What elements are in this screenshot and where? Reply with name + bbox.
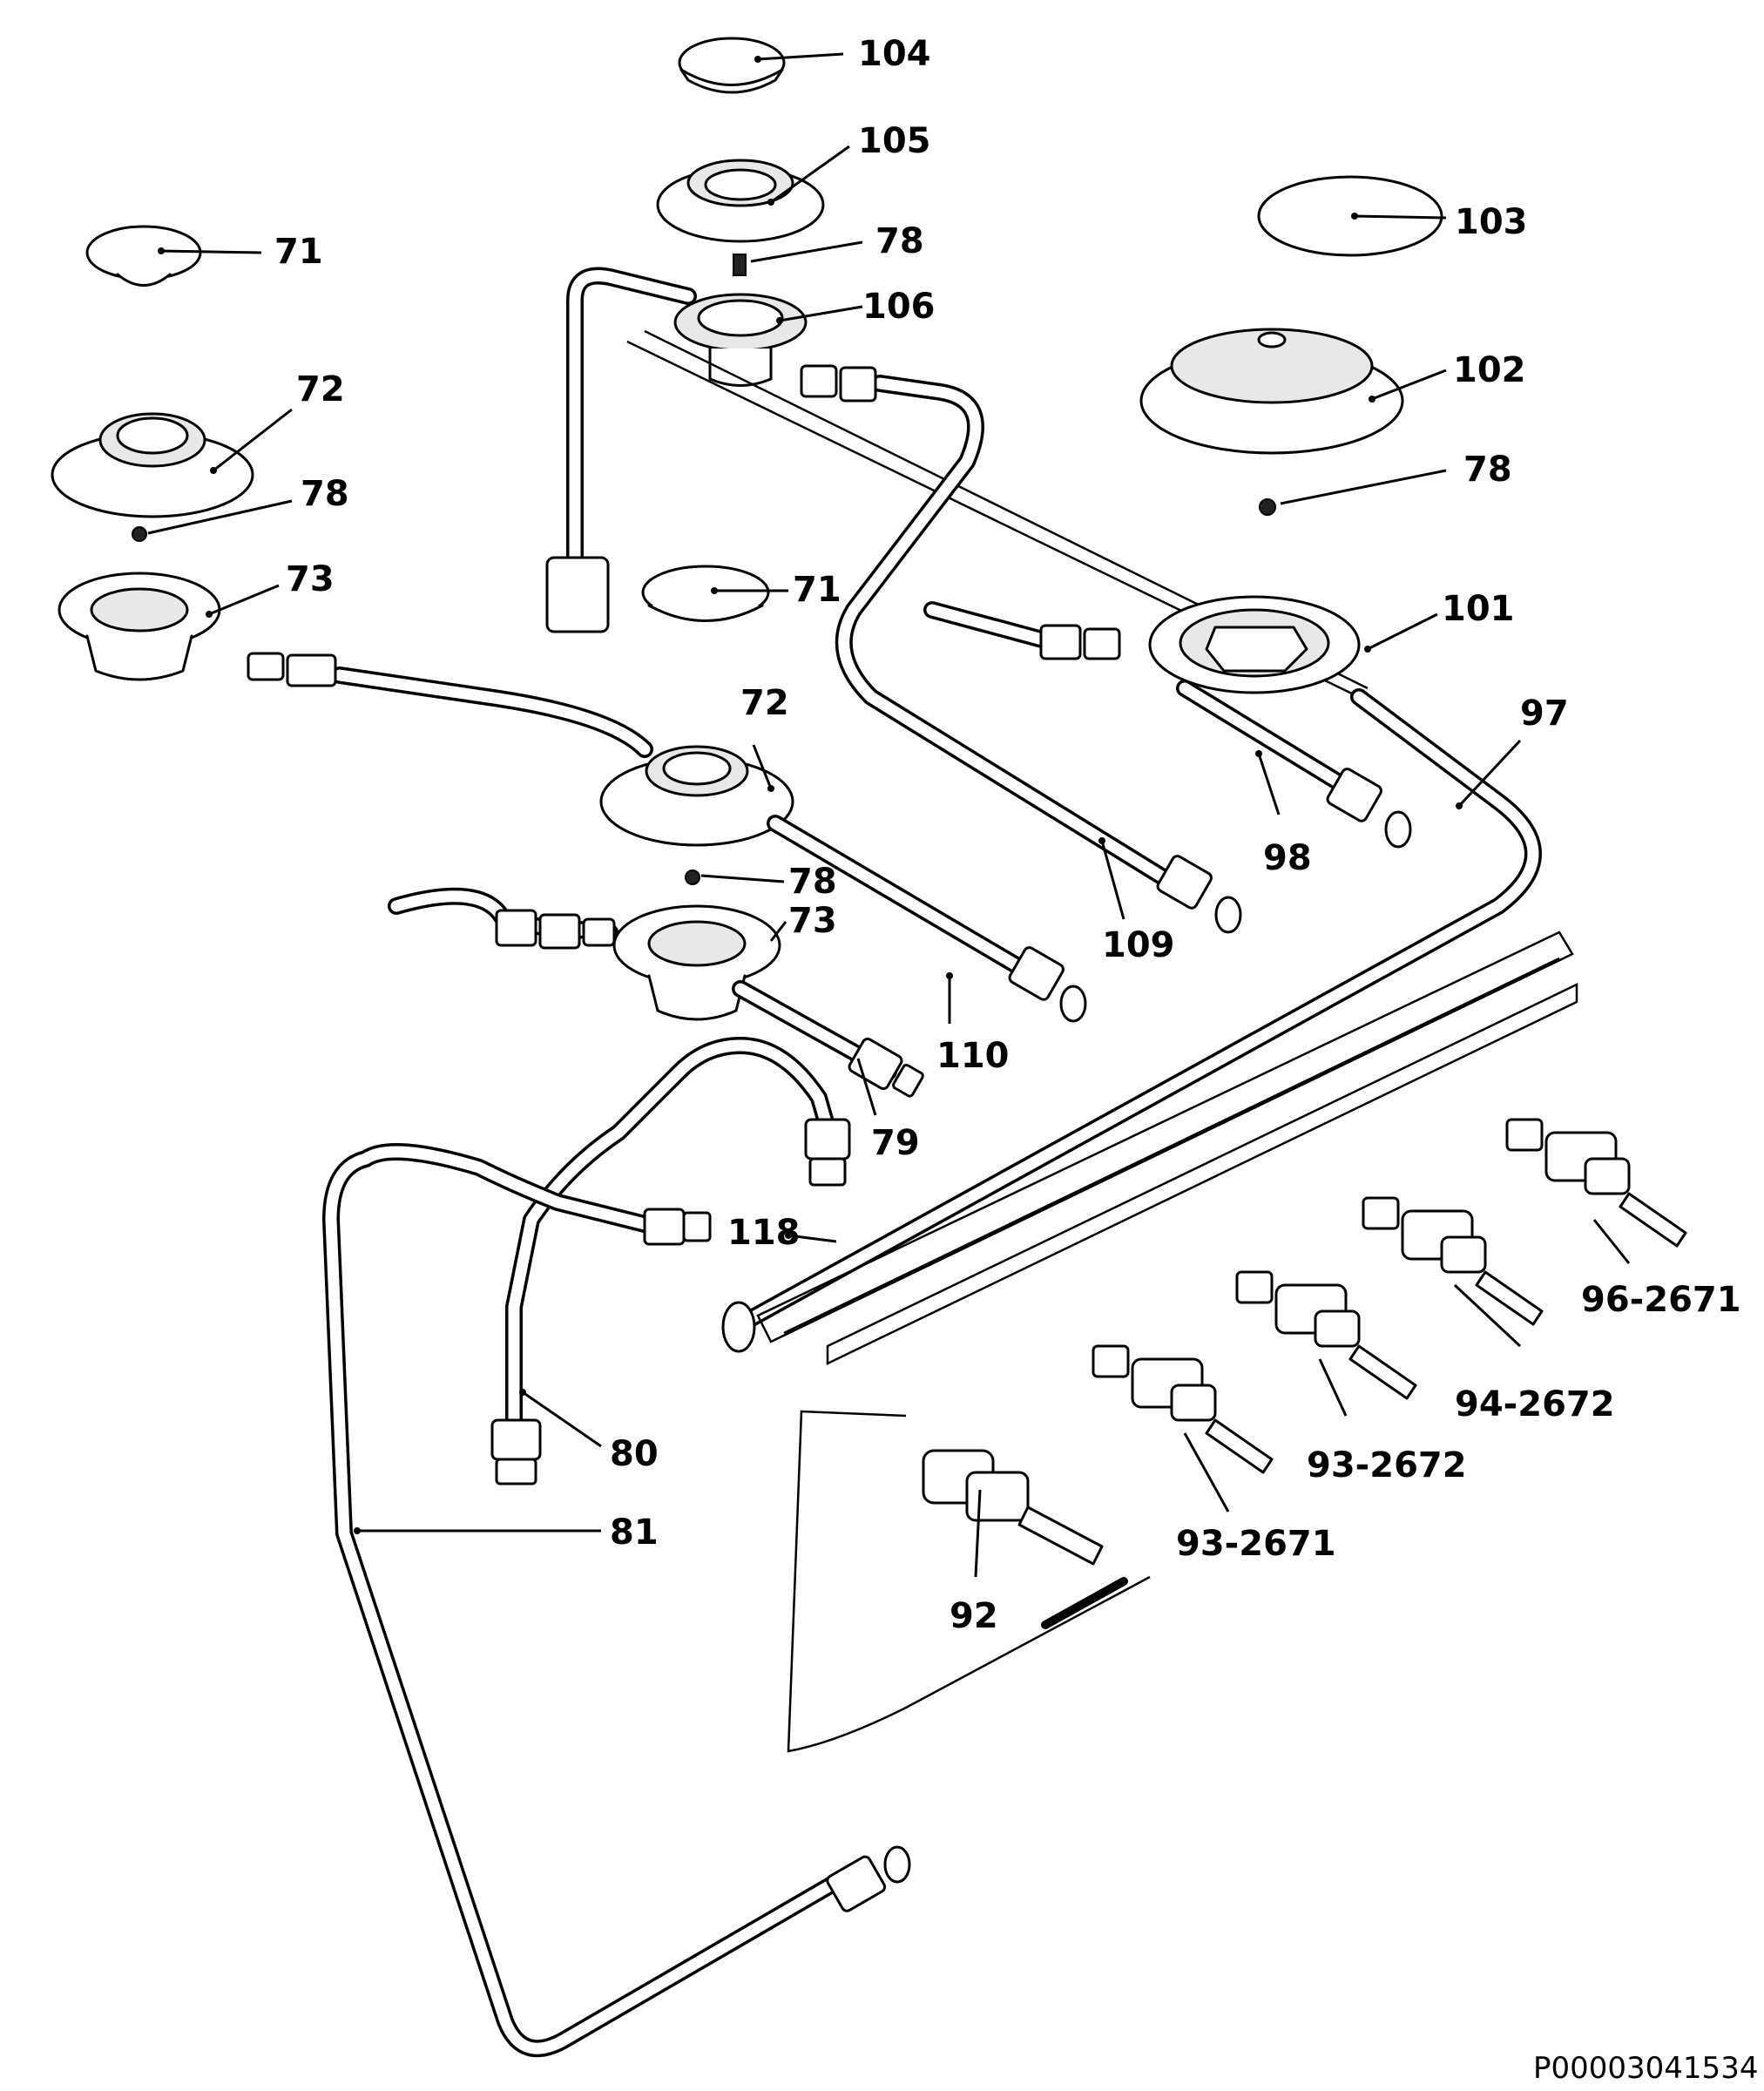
callout-98: 98 <box>1263 838 1312 878</box>
document-id: P00003041534 <box>1533 2051 1758 2086</box>
callout-118: 118 <box>727 1213 801 1253</box>
callout-106: 106 <box>862 287 936 327</box>
callout-109: 109 <box>1102 925 1175 965</box>
burner-cap-104[interactable] <box>678 37 786 94</box>
callout-78-d: 78 <box>788 862 837 902</box>
burner-cap-103[interactable] <box>1257 175 1443 257</box>
burner-crown-72-center[interactable] <box>599 745 794 847</box>
fitting-109-end <box>1156 855 1242 934</box>
callout-71-b: 71 <box>793 570 841 610</box>
callout-71-a: 71 <box>274 232 323 272</box>
callout-97: 97 <box>1520 694 1569 734</box>
callout-72-a: 72 <box>296 369 345 409</box>
gas-valve-96-2671[interactable] <box>1505 1118 1687 1248</box>
gas-pipe-79 <box>732 980 924 1098</box>
gas-valve-93-2671[interactable] <box>1092 1344 1274 1474</box>
fitting-109-top <box>800 364 877 403</box>
gas-pipe-vertical-top <box>545 267 697 633</box>
callout-96-2671: 96-2671 <box>1581 1280 1741 1320</box>
gas-pipe-center-feed <box>388 887 618 950</box>
callout-93-2671: 93-2671 <box>1176 1524 1336 1564</box>
screw-78-top[interactable] <box>733 254 747 276</box>
burner-base-101[interactable] <box>1148 595 1361 694</box>
leader-lines <box>147 52 1631 1578</box>
callout-110: 110 <box>936 1036 1010 1076</box>
gas-pipe-top-left <box>247 652 653 758</box>
callout-81: 81 <box>610 1512 659 1553</box>
callout-73-a: 73 <box>286 559 335 599</box>
gas-pipe-80 <box>490 1037 851 1485</box>
gas-pipe-110 <box>767 815 1087 1023</box>
gas-valve-94-2672[interactable] <box>1362 1196 1544 1326</box>
burner-cap-71-center[interactable] <box>641 565 770 622</box>
callout-105: 105 <box>858 121 931 161</box>
callout-78-c: 78 <box>301 474 349 514</box>
burner-base-73-center[interactable] <box>612 904 781 1021</box>
gas-valve-93-2672[interactable] <box>1235 1270 1417 1400</box>
gas-pipe-81 <box>322 1143 911 2058</box>
screw-78-left[interactable] <box>132 526 147 542</box>
screw-78-right[interactable] <box>1259 498 1276 516</box>
gas-valve-92-thermocouple[interactable] <box>787 1410 1151 1753</box>
mounting-bracket-118[interactable] <box>756 930 1578 1365</box>
callout-80: 80 <box>610 1434 659 1474</box>
callout-79: 79 <box>871 1123 920 1163</box>
callout-93-2672: 93-2672 <box>1307 1445 1467 1485</box>
callout-103: 103 <box>1455 202 1528 242</box>
callout-78-a: 78 <box>875 221 924 261</box>
gas-pipe-97 <box>721 688 1542 1353</box>
callout-102: 102 <box>1453 350 1526 390</box>
burner-base-73-left[interactable] <box>57 572 221 681</box>
burner-crown-105[interactable] <box>656 159 825 243</box>
callout-72-b: 72 <box>740 683 789 723</box>
callout-92: 92 <box>950 1596 998 1636</box>
callout-101: 101 <box>1442 589 1515 629</box>
burner-crown-102[interactable] <box>1139 328 1404 455</box>
burner-cap-71-left[interactable] <box>85 225 202 287</box>
screw-78-center[interactable] <box>685 870 700 885</box>
burner-base-106[interactable] <box>673 293 808 387</box>
callout-94-2672: 94-2672 <box>1455 1384 1615 1424</box>
callout-labels: 104 105 78 106 103 102 78 71 72 78 73 71… <box>274 34 1741 1636</box>
callout-73-b: 73 <box>788 901 837 941</box>
gas-pipe-109 <box>800 364 1242 934</box>
callout-104: 104 <box>858 34 931 74</box>
callout-78-b: 78 <box>1463 450 1512 490</box>
gas-pipe-101-feed <box>923 601 1121 660</box>
burner-crown-72-left[interactable] <box>51 412 254 518</box>
gas-pipe-98 <box>1176 680 1412 849</box>
